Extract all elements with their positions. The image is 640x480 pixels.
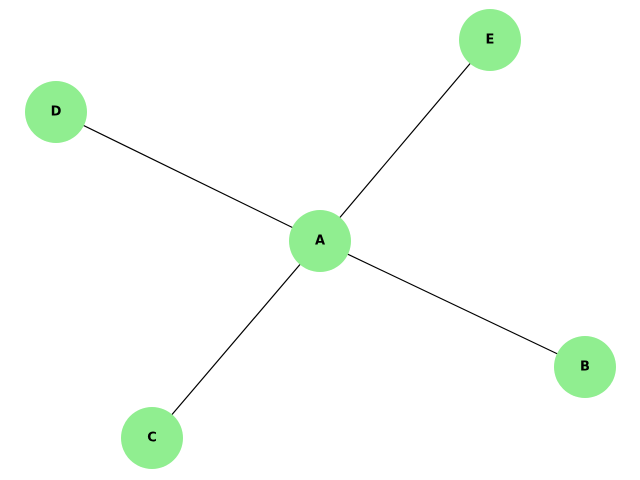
node-label-E: E: [486, 33, 495, 48]
node-label-A: A: [315, 234, 325, 249]
edge-A-B: [319, 240, 586, 368]
node-circle-E: [459, 9, 521, 71]
node-circle-D: [25, 81, 87, 143]
node-C: C: [121, 407, 183, 469]
node-label-B: B: [580, 360, 590, 375]
node-circle-A: [289, 210, 351, 272]
node-D: D: [25, 81, 87, 143]
node-circle-B: [554, 336, 616, 398]
edge-A-C: [151, 240, 321, 439]
node-E: E: [459, 9, 521, 71]
node-A: A: [289, 210, 351, 272]
edge-A-D: [55, 111, 321, 242]
node-label-D: D: [51, 105, 62, 120]
node-circle-C: [121, 407, 183, 469]
node-B: B: [554, 336, 616, 398]
edge-A-E: [319, 39, 491, 242]
node-label-C: C: [147, 431, 157, 446]
